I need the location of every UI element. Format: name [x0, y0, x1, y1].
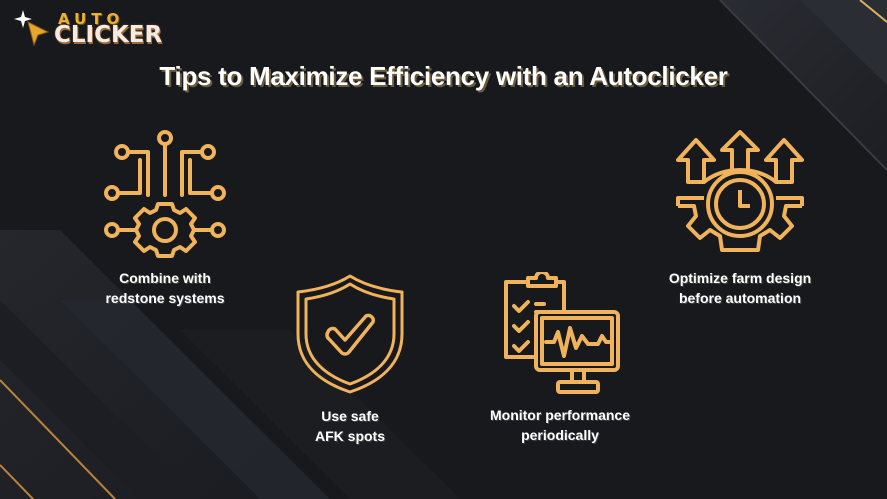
tip-label: Monitor performance periodically [489, 407, 630, 443]
tip-label: Optimize farm design before automation [668, 270, 812, 306]
tip-label: Use safe AFK spots [315, 408, 385, 444]
logo-text-auto: AUTO [58, 10, 125, 28]
checklist-monitor-icon [503, 272, 620, 394]
autoclicker-logo[interactable]: AUTO CLICKER [14, 8, 184, 50]
page-title: Tips to Maximize Efficiency with an Auto… [159, 61, 728, 91]
cursor-sparkle-icon [14, 10, 50, 47]
circuit-gear-icon [104, 130, 226, 258]
tip-optimize-farm: Optimize farm design before automation [645, 130, 835, 308]
logo-text-clicker: CLICKER [54, 22, 163, 48]
gear-clock-arrows-icon [676, 130, 804, 252]
shield-check-icon [296, 274, 404, 394]
tip-safe-afk: Use safe AFK spots [270, 272, 430, 446]
tip-monitor-performance: Monitor performance periodically [465, 272, 655, 445]
tip-label: Combine with redstone systems [105, 270, 225, 306]
tip-combine-redstone: Combine with redstone systems [80, 130, 250, 308]
